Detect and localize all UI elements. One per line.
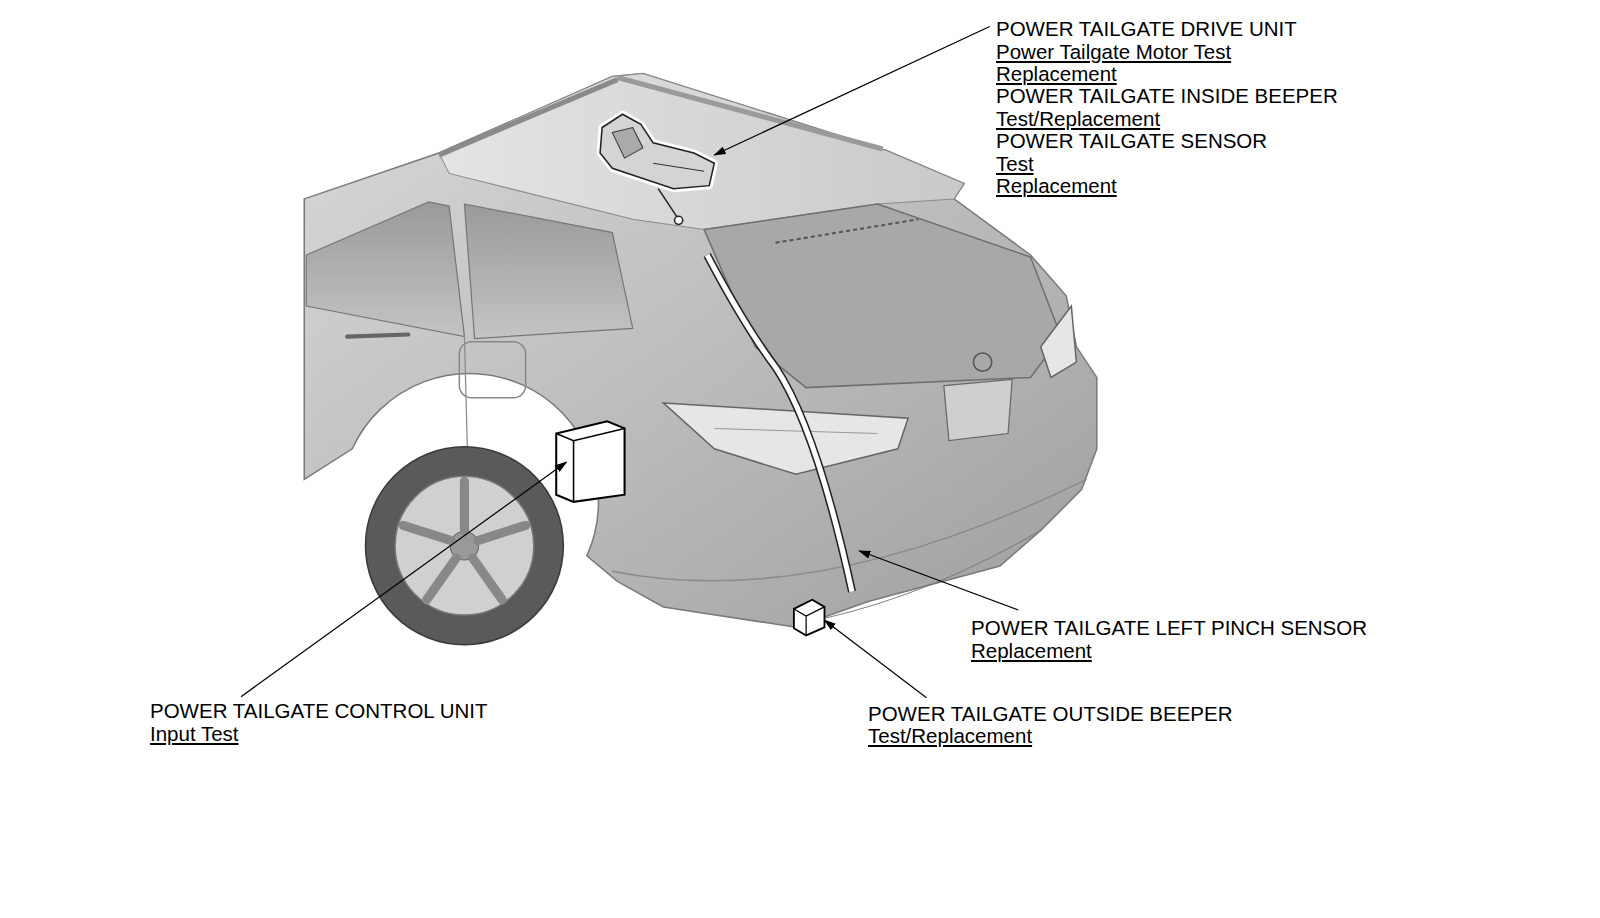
procedure-link: Test/Replacement xyxy=(868,724,1032,747)
procedure-link: Replacement xyxy=(996,62,1117,85)
part-name: POWER TAILGATE SENSOR xyxy=(996,129,1267,152)
procedure-link: Input Test xyxy=(150,722,239,745)
procedure-link: Test/Replacement xyxy=(996,107,1160,130)
part-name: POWER TAILGATE LEFT PINCH SENSOR xyxy=(971,616,1367,639)
part-name: POWER TAILGATE DRIVE UNIT xyxy=(996,17,1297,40)
procedure-link: Power Tailgate Motor Test xyxy=(996,40,1231,63)
part-name: POWER TAILGATE CONTROL UNIT xyxy=(150,699,488,722)
part-name: POWER TAILGATE OUTSIDE BEEPER xyxy=(868,702,1233,725)
procedure-link: Test xyxy=(996,152,1034,175)
procedure-link: Replacement xyxy=(996,174,1117,197)
part-name: POWER TAILGATE INSIDE BEEPER xyxy=(996,84,1338,107)
procedure-link: Replacement xyxy=(971,639,1092,662)
